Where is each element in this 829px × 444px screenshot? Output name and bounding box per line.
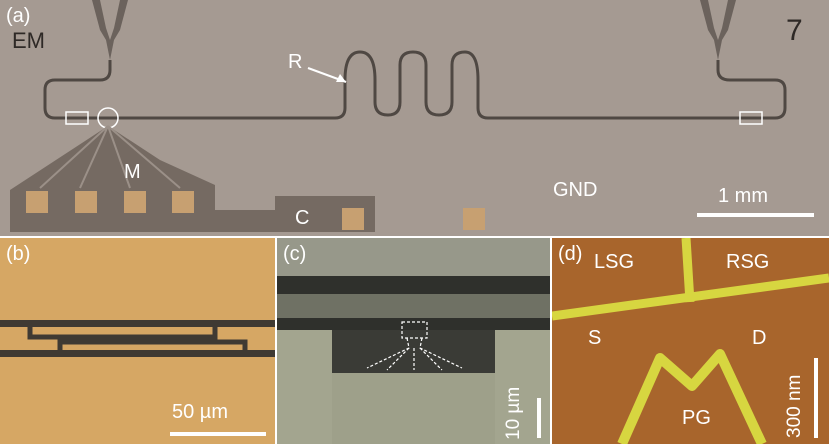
panel-d-afm-gates: (d) LSG RSG S D PG 300 nm	[552, 238, 829, 444]
ground-label: GND	[553, 179, 598, 201]
afm-gates-drawing	[552, 238, 829, 444]
chip-mark-left: EM	[12, 28, 45, 53]
resonator-closeup-drawing	[0, 320, 275, 436]
gate-lines-label: M	[124, 161, 141, 183]
panel-d-label: (d)	[558, 243, 583, 265]
drain-label: D	[752, 327, 767, 349]
scale-bar-a-label: 1 mm	[718, 185, 768, 207]
marker-box-left	[65, 111, 89, 125]
lsg-label: LSG	[594, 251, 635, 273]
bond-lead-right	[700, 0, 736, 60]
bond-lead-left	[92, 0, 128, 60]
gate-fanout-region	[10, 126, 290, 232]
chip-mark-right: 7	[786, 14, 803, 47]
gate-pad-4	[172, 191, 194, 213]
panel-a-chip-overview: (a) EM 7 R M C GND 1 mm	[0, 0, 829, 236]
panel-c-label: (c)	[283, 243, 307, 265]
panel-b-resonator-closeup: (b) 50 µm	[0, 238, 275, 444]
panel-a-label: (a)	[6, 5, 31, 27]
gate-pad-1	[26, 191, 48, 213]
extra-pad	[463, 208, 485, 230]
chip-layout-drawing	[10, 0, 814, 232]
resonator-label: R	[288, 51, 303, 73]
coupler-label: C	[295, 207, 310, 229]
source-label: S	[588, 327, 602, 349]
scale-bar-c-label: 10 µm	[503, 386, 524, 440]
pg-label: PG	[682, 407, 711, 429]
plunger-gate-shape	[617, 349, 767, 444]
scale-bar-d-label: 300 nm	[784, 374, 805, 438]
resonator-line	[43, 50, 787, 120]
coupler-closeup-drawing	[277, 238, 550, 444]
gate-pad-3	[124, 191, 146, 213]
rsg-label: RSG	[726, 251, 770, 273]
marker-box-right	[739, 111, 763, 125]
scale-bar-b-label: 50 µm	[172, 401, 228, 423]
panel-b-label: (b)	[6, 243, 31, 265]
gate-divider	[681, 238, 695, 303]
coupler-pad	[342, 208, 364, 230]
gate-pad-2	[75, 191, 97, 213]
panel-c-coupler-closeup: (c) 10 µm	[277, 238, 550, 444]
